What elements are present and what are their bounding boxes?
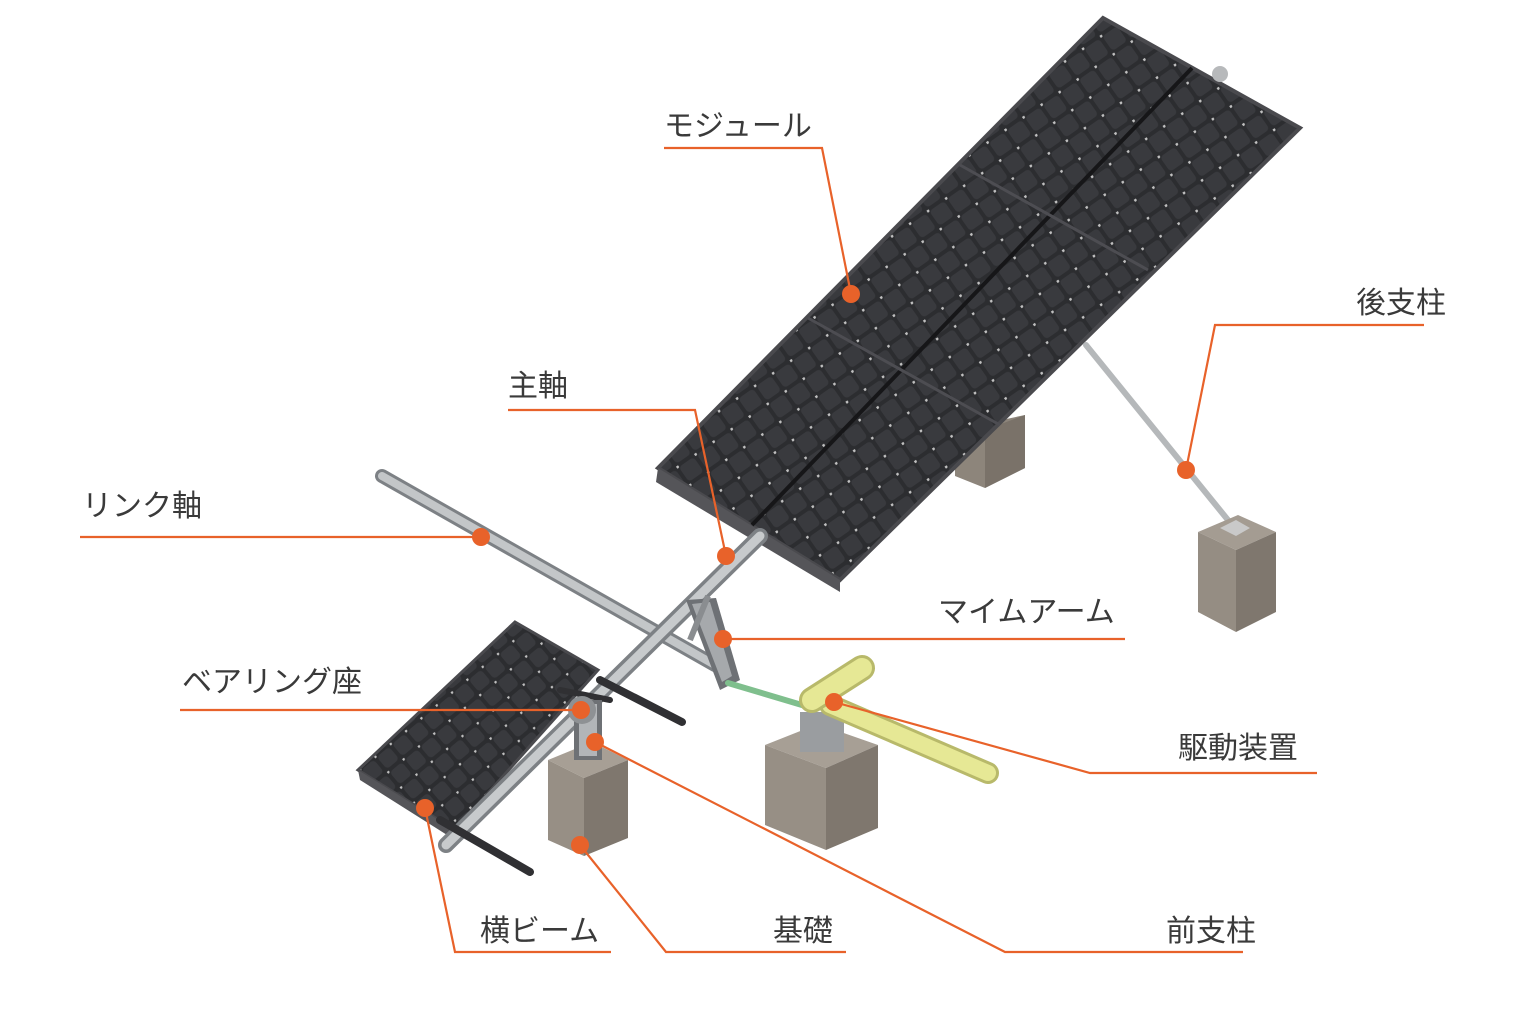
label-link-shaft: リンク軸 — [82, 489, 202, 524]
rear-foundation — [1198, 515, 1276, 632]
label-cross-beam: 横ビーム — [480, 914, 599, 949]
marker-module — [842, 285, 860, 303]
leader-drive-unit — [833, 700, 1317, 775]
label-main-shaft: 主軸 — [508, 369, 568, 404]
drive-foundation — [765, 712, 878, 850]
marker-rear-post — [1177, 461, 1195, 479]
callout-markers — [416, 285, 1195, 854]
main-solar-module — [654, 15, 1304, 592]
callout-leaders — [80, 146, 1424, 954]
marker-main-shaft — [717, 547, 735, 565]
leader-main-shaft — [508, 408, 728, 557]
arm-assembly — [686, 594, 740, 690]
small-solar-module — [355, 620, 601, 840]
leader-front-post — [594, 741, 1243, 954]
drive-unit — [799, 655, 999, 784]
rear-post — [1083, 342, 1235, 528]
marker-link-shaft — [472, 528, 490, 546]
marker-cross-beam — [416, 799, 434, 817]
leader-cross-beam — [423, 807, 611, 954]
marker-bearing-seat — [572, 701, 590, 719]
drive-chain — [725, 680, 815, 711]
label-foundation: 基礎 — [773, 914, 833, 949]
main-shaft — [438, 528, 768, 853]
leader-rear-post — [1184, 323, 1424, 471]
label-front-post: 前支柱 — [1166, 914, 1256, 949]
label-drive-unit: 駆動装置 — [1178, 731, 1298, 766]
marker-drive-unit — [825, 693, 843, 711]
cross-beams — [436, 676, 686, 876]
label-module: モジュール — [664, 109, 812, 144]
leader-foundation — [579, 844, 846, 954]
leader-module — [664, 146, 853, 295]
label-arm: マイムアーム — [938, 595, 1115, 630]
label-bearing-seat: ベアリング座 — [182, 665, 362, 700]
callout-labels: モジュール 後支柱 主軸 リンク軸 マイムアーム ベアリング座 駆動装置 横ビー… — [82, 109, 1446, 949]
marker-front-post — [586, 733, 604, 751]
label-rear-post: 後支柱 — [1356, 286, 1446, 321]
marker-arm — [714, 630, 732, 648]
marker-foundation — [571, 836, 589, 854]
